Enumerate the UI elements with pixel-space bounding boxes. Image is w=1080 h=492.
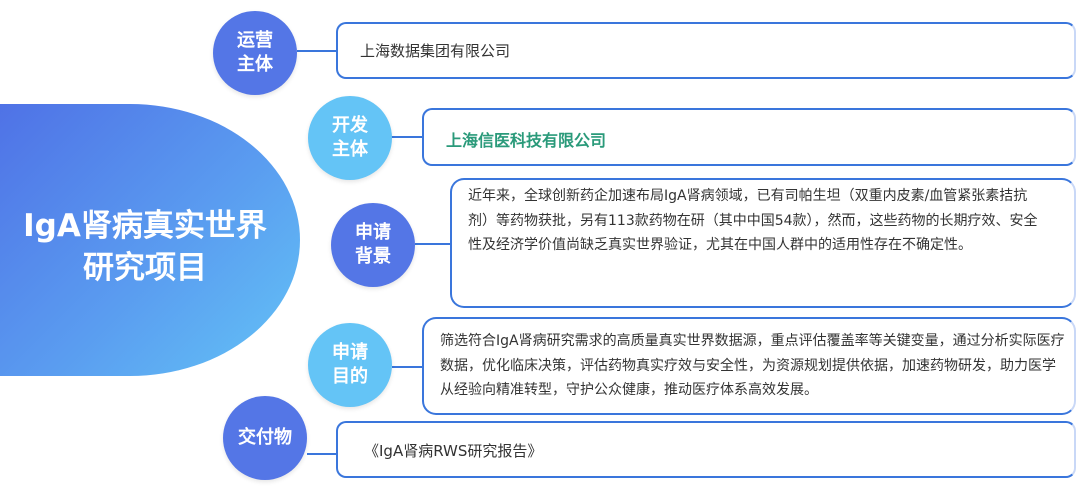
- developer-text: 上海信医科技有限公司: [446, 131, 607, 150]
- purpose-text: 筛选符合IgA肾病研究需求的高质量真实世界数据源，重点评估覆盖率等关键变量，通过…: [440, 333, 1065, 398]
- project-title: IgA肾病真实世界研究项目: [23, 208, 267, 286]
- connector: [415, 243, 452, 245]
- purpose-label: 申请目的: [308, 323, 392, 407]
- connector: [392, 366, 424, 368]
- developer-box: 上海信医科技有限公司: [422, 108, 1076, 166]
- background-text: 近年来，全球创新药企加速布局IgA肾病领域，已有司帕生坦（双重内皮素/血管紧张素…: [468, 188, 1038, 253]
- background-box: 近年来，全球创新药企加速布局IgA肾病领域，已有司帕生坦（双重内皮素/血管紧张素…: [450, 178, 1076, 308]
- title-circle: [0, 104, 300, 376]
- deliverable-box: 《IgA肾病RWS研究报告》: [336, 421, 1076, 478]
- connector: [297, 50, 337, 52]
- operator-text: 上海数据集团有限公司: [360, 42, 511, 60]
- purpose-box: 筛选符合IgA肾病研究需求的高质量真实世界数据源，重点评估覆盖率等关键变量，通过…: [422, 317, 1076, 415]
- deliverable-label: 交付物: [223, 396, 307, 480]
- deliverable-text: 《IgA肾病RWS研究报告》: [364, 442, 543, 460]
- connector: [390, 136, 424, 138]
- operator-label: 运营主体: [213, 11, 297, 95]
- developer-label: 开发主体: [308, 96, 392, 180]
- operator-box: 上海数据集团有限公司: [336, 22, 1076, 79]
- background-label: 申请背景: [331, 203, 415, 287]
- connector: [307, 453, 338, 455]
